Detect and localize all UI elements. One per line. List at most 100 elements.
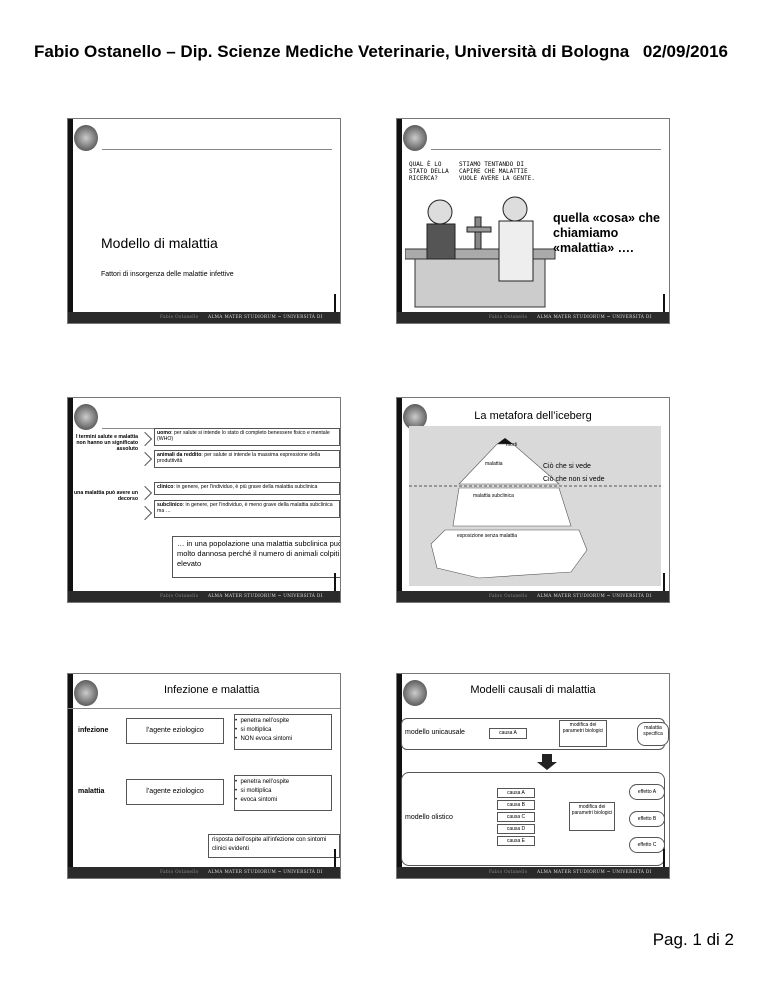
slide-title: La metafora dell’iceberg	[397, 410, 669, 422]
box-population-note: … in una popolazione una malattia subcli…	[172, 536, 341, 578]
slide-footer: Fabio Ostanello ALMA MATER STUDIORUM ~ UN…	[397, 591, 669, 602]
label-subclinical: malattia subclinica	[473, 493, 514, 499]
divider	[431, 149, 661, 150]
box-effect: effetto A	[629, 784, 665, 800]
slide-footer: Fabio Ostanello ALMA MATER STUDIORUM ~ UN…	[397, 867, 669, 878]
list-item-text: evoca sintomi	[240, 797, 277, 803]
list-item: • penetra nell’ospite	[235, 778, 331, 787]
cartoon-scientists-image	[405, 187, 560, 312]
slide-subtitle: Fattori di insorgenza delle malattie inf…	[101, 271, 234, 278]
list-disease: • penetra nell’ospite • si moltiplica • …	[234, 775, 332, 811]
left-label-terms: I termini salute e malattia non hanno un…	[70, 434, 138, 452]
label-not-visible: Ciò che non si vede	[543, 476, 604, 483]
slide-tick	[334, 849, 336, 867]
footer-motto: ALMA MATER STUDIORUM ~ UNIVERSITÀ DI BOL…	[537, 312, 669, 324]
slide-5: Infezione e malattia infezione l’agente …	[67, 673, 341, 879]
slide-tick	[663, 573, 665, 591]
slide-footer: Fabio Ostanello ALMA MATER STUDIORUM ~ UN…	[68, 867, 340, 878]
footer-motto: ALMA MATER STUDIORUM ~ UNIVERSITÀ DI BOL…	[208, 312, 340, 324]
row-label-disease: malattia	[78, 788, 104, 795]
box-specific-disease: malattia specifica	[637, 722, 669, 746]
box-head: clinico	[157, 484, 173, 490]
box-human-health: uomo: per salute si intende lo stato di …	[154, 428, 340, 446]
label-unicausal: modello unicausale	[405, 729, 465, 736]
university-seal-icon	[74, 125, 98, 151]
arrow-down-icon	[190, 518, 210, 528]
slide-title: Modello di malattia	[101, 235, 218, 251]
slide-footer: Fabio Ostanello ALMA MATER STUDIORUM ~ UN…	[68, 591, 340, 602]
box-text: : in genere, per l’individuo, è più grav…	[173, 484, 317, 490]
slide-bar	[68, 119, 73, 323]
list-infection: • penetra nell’ospite • si moltiplica • …	[234, 714, 332, 750]
list-item: • penetra nell’ospite	[235, 717, 331, 726]
footer-motto: ALMA MATER STUDIORUM ~ UNIVERSITÀ DI BOL…	[537, 867, 669, 879]
box-cause: causa D	[497, 824, 535, 834]
list-item: • evoca sintomi	[235, 796, 331, 805]
list-item: • NON evoca sintomi	[235, 735, 331, 744]
slide-3: I termini salute e malattia non hanno un…	[67, 397, 341, 603]
box-agent-infection: l’agente eziologico	[126, 718, 224, 744]
cartoon-speech-left: QUAL È LO STATO DELLA RICERCA?	[409, 161, 449, 182]
footer-motto: ALMA MATER STUDIORUM ~ UNIVERSITÀ DI BOL…	[537, 591, 669, 603]
label-holistic: modello olistico	[405, 814, 453, 821]
left-label-course: una malattia può avere un decorso	[70, 490, 138, 502]
box-effect: effetto C	[629, 837, 665, 853]
slide-bar	[397, 119, 402, 323]
arrow-icon	[138, 506, 152, 520]
slide-footer: Fabio Ostanello ALMA MATER STUDIORUM ~ UN…	[68, 312, 340, 323]
footer-motto: ALMA MATER STUDIORUM ~ UNIVERSITÀ DI BOL…	[208, 867, 340, 879]
row-label-infection: infezione	[78, 727, 108, 734]
box-text: : in genere, per l’individuo, è meno gra…	[157, 502, 333, 514]
divider	[102, 149, 332, 150]
slide-4: La metafora dell’iceberg morti malattia …	[396, 397, 670, 603]
box-cause-a: causa A	[489, 728, 527, 739]
footer-author: Fabio Ostanello	[160, 867, 199, 878]
header-date: 02/09/2016	[643, 42, 728, 62]
slide-bar	[397, 398, 402, 602]
list-item-text: si moltiplica	[240, 727, 271, 733]
footer-author: Fabio Ostanello	[160, 591, 199, 602]
list-item-text: NON evoca sintomi	[240, 736, 292, 742]
iceberg-image	[409, 426, 661, 586]
box-cause: causa B	[497, 800, 535, 810]
box-cause: causa A	[497, 788, 535, 798]
slide-tick	[663, 849, 665, 867]
list-item-text: penetra nell’ospite	[240, 779, 289, 785]
label-exposure: esposizione senza malattia	[457, 533, 517, 539]
list-item: • si moltiplica	[235, 787, 331, 796]
slide-6: Modelli causali di malattia modello unic…	[396, 673, 670, 879]
university-seal-icon	[74, 404, 98, 430]
header-title: Fabio Ostanello – Dip. Scienze Mediche V…	[34, 42, 629, 62]
list-item-text: si moltiplica	[240, 788, 271, 794]
label-visible: Ciò che si vede	[543, 463, 591, 470]
footer-motto: ALMA MATER STUDIORUM ~ UNIVERSITÀ DI BOL…	[208, 591, 340, 603]
slide-tick	[334, 294, 336, 312]
arrow-icon	[138, 486, 152, 500]
divider	[68, 708, 340, 709]
arrow-icon	[138, 432, 152, 446]
box-biological-params: modifica dei parametri biologici	[569, 802, 615, 831]
slide-1: Modello di malattia Fattori di insorgenz…	[67, 118, 341, 324]
university-seal-icon	[74, 680, 98, 706]
footer-author: Fabio Ostanello	[489, 591, 528, 602]
arrow-icon	[138, 452, 152, 466]
footer-author: Fabio Ostanello	[160, 312, 199, 323]
box-cause: causa C	[497, 812, 535, 822]
slide-tick	[663, 294, 665, 312]
box-text: : per salute si intende lo stato di comp…	[157, 430, 330, 442]
slide-bar	[68, 674, 73, 878]
box-subclinical: subclinico: in genere, per l’individuo, …	[154, 500, 340, 518]
arrow-stem	[542, 754, 552, 762]
box-clinical: clinico: in genere, per l’individuo, è p…	[154, 482, 340, 495]
box-animal-health: animali da reddito: per salute si intend…	[154, 450, 340, 468]
box-cause: causa E	[497, 836, 535, 846]
box-effect: effetto B	[629, 811, 665, 827]
page-number: Pag. 1 di 2	[653, 930, 734, 950]
cartoon-speech-right: STIAMO TENTANDO DI CAPIRE CHE MALATTIE V…	[459, 161, 549, 182]
university-seal-icon	[403, 125, 427, 151]
box-agent-disease: l’agente eziologico	[126, 779, 224, 805]
slide-title: Infezione e malattia	[164, 684, 259, 696]
label-disease: malattia	[485, 461, 503, 467]
footer-author: Fabio Ostanello	[489, 867, 528, 878]
